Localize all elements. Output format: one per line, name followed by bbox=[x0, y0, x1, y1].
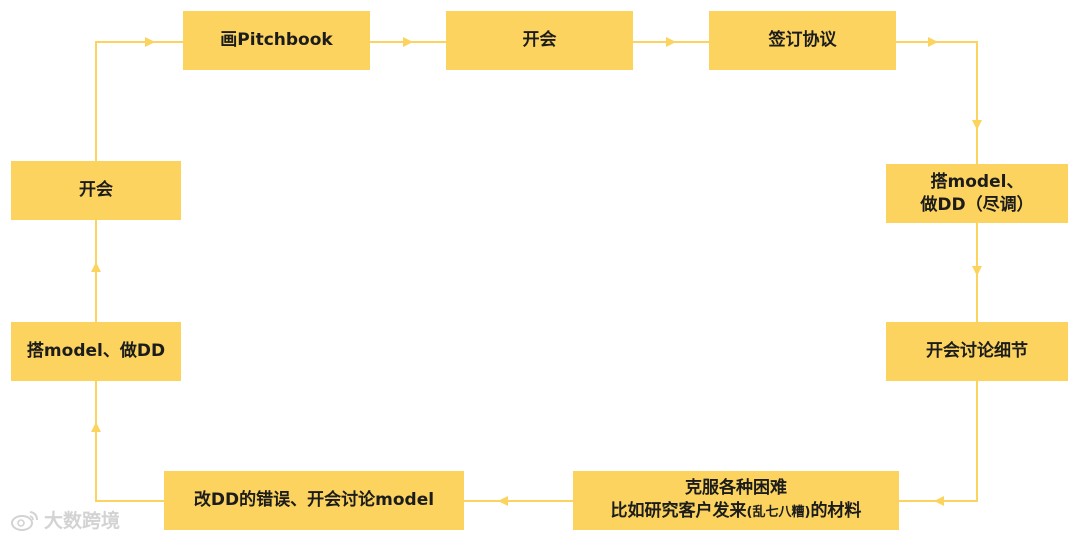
arrowhead-right bbox=[666, 37, 676, 47]
step-label: 开会 bbox=[79, 180, 113, 200]
arrowhead-up bbox=[91, 422, 101, 432]
step-meeting: 开会 bbox=[446, 11, 633, 70]
connector-discuss-to-overcome bbox=[899, 381, 978, 502]
watermark-text: 大数跨境 bbox=[44, 511, 121, 532]
step-label-line2-part2: 的材料 bbox=[810, 501, 862, 521]
arrowhead-down bbox=[972, 266, 982, 276]
step-label-line2: 做DD（尽调） bbox=[920, 194, 1034, 215]
connector-sign-to-model-dd bbox=[896, 41, 978, 164]
arrowhead-left bbox=[934, 496, 944, 506]
step-label: 画Pitchbook bbox=[220, 30, 333, 50]
step-label-line2-part1: 比如研究客户发来 bbox=[610, 501, 747, 521]
arrowhead-right bbox=[145, 37, 155, 47]
connectors bbox=[95, 41, 978, 502]
connector-meet0-to-pitchbook bbox=[95, 41, 183, 161]
arrowhead-down bbox=[972, 120, 982, 130]
step-label: 开会讨论细节 bbox=[926, 341, 1028, 361]
arrowhead-right bbox=[403, 37, 413, 47]
step-label-line1: 克服各种困难 bbox=[684, 478, 787, 498]
step-label: 签订协议 bbox=[768, 30, 837, 50]
step-fix-dd-errors: 改DD的错误、开会讨论model bbox=[164, 471, 464, 530]
step-build-model-do-dd: 搭model、做DD bbox=[11, 322, 181, 381]
arrowhead-up bbox=[91, 262, 101, 272]
weibo-logo-icon bbox=[11, 510, 38, 531]
connector-fix-to-build bbox=[95, 381, 164, 502]
watermark: 大数跨境 bbox=[10, 506, 120, 533]
step-label: 开会 bbox=[522, 30, 557, 50]
step-label: 搭model、做DD bbox=[26, 341, 166, 361]
step-label-line2: 比如研究客户发来(乱七八糟)的材料 bbox=[611, 500, 862, 524]
step-meeting-start: 开会 bbox=[11, 161, 181, 220]
step-build-model-due-diligence: 搭model、 做DD（尽调） bbox=[886, 164, 1068, 223]
step-discuss-details: 开会讨论细节 bbox=[886, 322, 1068, 381]
step-overcome-difficulties: 克服各种困难 比如研究客户发来(乱七八糟)的材料 bbox=[573, 471, 899, 530]
arrowheads bbox=[91, 37, 982, 506]
step-label: 改DD的错误、开会讨论model bbox=[193, 490, 435, 510]
arrowhead-right bbox=[928, 37, 938, 47]
arrowhead-left bbox=[498, 496, 508, 506]
step-draw-pitchbook: 画Pitchbook bbox=[183, 11, 370, 70]
step-sign-agreement: 签订协议 bbox=[709, 11, 896, 70]
step-label-line1: 搭model、 bbox=[930, 171, 1024, 192]
step-label-line2-aside: (乱七八糟) bbox=[746, 505, 811, 520]
